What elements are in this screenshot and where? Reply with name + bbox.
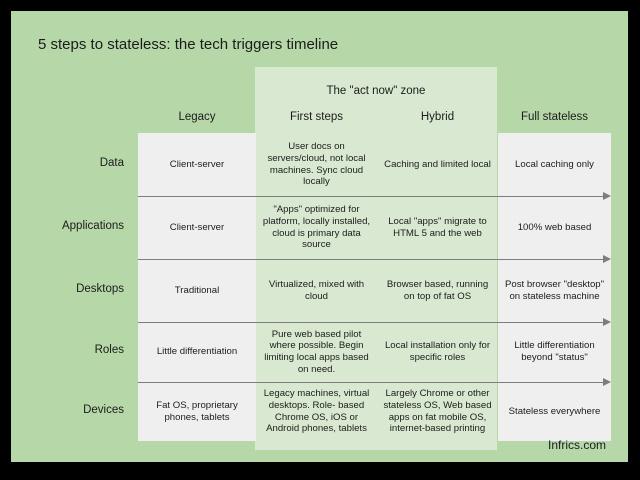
table-cell: Local installation only for specific rol… [377, 322, 498, 382]
table-cell-text: Local "apps" migrate to HTML 5 and the w… [388, 215, 487, 239]
table-cell-text: Little differentiation [156, 346, 238, 358]
table-cell-text: Traditional [174, 284, 220, 296]
progression-arrow [138, 192, 611, 201]
arrow-head-icon [603, 318, 611, 326]
table-cell-text: User docs on servers/cloud, not local ma… [267, 141, 366, 188]
timeline-table: Client-server User docs on servers/cloud,… [138, 133, 611, 441]
arrow-line [138, 196, 603, 197]
table-row: Traditional Virtualized, mixed with cloud… [138, 259, 611, 322]
table-cell: Post browser "desktop" on stateless mach… [498, 259, 611, 322]
table-cell: Local "apps" migrate to HTML 5 and the w… [377, 196, 498, 259]
row-label-desktops: Desktops [76, 282, 124, 295]
table-cell-text: Local caching only [515, 158, 594, 170]
table-cell: Client-server [138, 196, 256, 259]
table-cell: Caching and limited local [377, 133, 498, 196]
table-cell: Client-server [138, 133, 256, 196]
arrow-line [138, 259, 603, 260]
progression-arrow [138, 318, 611, 327]
column-header-row: Legacy First steps Hybrid Full stateless [138, 107, 611, 127]
arrow-line [138, 382, 603, 383]
progression-arrow [138, 255, 611, 264]
table-cell-text: 100% web based [517, 221, 592, 233]
row-label-applications: Applications [61, 219, 124, 232]
page-title: 5 steps to stateless: the tech triggers … [38, 36, 339, 53]
table-row: Client-server "Apps" optimized for platfo… [138, 196, 611, 259]
table-cell-text: Little differentiation beyond "status" [514, 340, 595, 363]
arrow-head-icon [603, 192, 611, 200]
table-cell-text: Local installation only for specific rol… [384, 340, 491, 363]
table-cell-text: Client-server [169, 158, 225, 170]
column-header-hybrid: Hybrid [420, 111, 455, 123]
table-cell-text: Legacy machines, virtual desktops. Role-… [263, 388, 370, 435]
table-cell: Local caching only [498, 133, 611, 196]
column-header-full-stateless: Full stateless [520, 111, 589, 123]
table-cell: User docs on servers/cloud, not local ma… [256, 133, 377, 196]
table-cell-text: "Apps" optimized for platform, locally i… [262, 204, 371, 251]
table-cell-text: Client-server [169, 221, 225, 233]
arrow-head-icon [603, 255, 611, 263]
table-cell-text: Fat OS, proprietary phones, tablets [156, 399, 238, 423]
table-cell: Little differentiation [138, 322, 256, 382]
table-cell: Largely Chrome or other stateless OS, We… [377, 382, 498, 441]
table-cell: Little differentiation beyond "status" [498, 322, 611, 382]
table-cell: Browser based, running on top of fat OS [377, 259, 498, 322]
slide-canvas: 5 steps to stateless: the tech triggers … [11, 11, 628, 462]
row-label-devices: Devices [83, 403, 124, 416]
column-header-legacy: Legacy [178, 111, 216, 123]
table-cell: Virtualized, mixed with cloud [256, 259, 377, 322]
act-now-zone-label: The "act now" zone [326, 85, 426, 97]
table-cell: Traditional [138, 259, 256, 322]
row-label-data: Data [99, 156, 124, 169]
table-cell-text: Post browser "desktop" on stateless mach… [504, 278, 605, 302]
table-row: Client-server User docs on servers/cloud,… [138, 133, 611, 196]
table-cell-text: Stateless everywhere [508, 405, 601, 417]
table-cell: Pure web based pilot where possible. Beg… [256, 322, 377, 382]
table-cell: 100% web based [498, 196, 611, 259]
act-now-zone-band [255, 67, 497, 450]
table-cell: Stateless everywhere [498, 382, 611, 441]
table-cell: Legacy machines, virtual desktops. Role-… [256, 382, 377, 441]
table-cell: Fat OS, proprietary phones, tablets [138, 382, 256, 441]
table-cell-text: Largely Chrome or other stateless OS, We… [383, 388, 492, 435]
progression-arrow [138, 378, 611, 387]
column-header-first-steps: First steps [289, 111, 344, 123]
row-label-roles: Roles [94, 344, 124, 356]
arrow-line [138, 322, 603, 323]
table-cell-text: Caching and limited local [384, 158, 491, 170]
table-row: Fat OS, proprietary phones, tablets Legac… [138, 382, 611, 441]
table-cell-text: Virtualized, mixed with cloud [268, 278, 365, 302]
table-cell-text: Browser based, running on top of fat OS [386, 278, 489, 302]
table-cell-text: Pure web based pilot where possible. Beg… [264, 328, 369, 375]
table-row: Little differentiation Pure web based pil… [138, 322, 611, 382]
footer-brand: Infrics.com [547, 438, 606, 452]
table-cell: "Apps" optimized for platform, locally i… [256, 196, 377, 259]
arrow-head-icon [603, 378, 611, 386]
